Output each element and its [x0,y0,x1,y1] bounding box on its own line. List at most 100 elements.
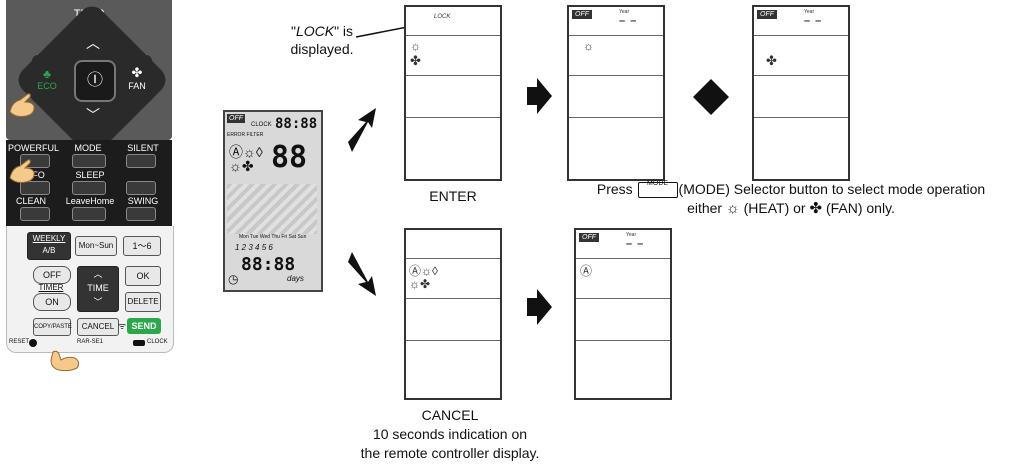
weekly-label: WEEKLY [32,234,66,243]
leave-home-button[interactable] [72,207,106,221]
reset-label: RESET [9,339,30,345]
screen-divider [406,117,500,118]
lcd-clock-label: CLOCK [251,122,272,128]
timer-on-button[interactable]: ON [33,293,71,311]
heat-icon: ☼ [725,200,740,217]
screen-cancel-result: OFF Year – – Ⓐ [574,228,672,400]
arrow-right-icon [527,78,552,114]
lcd-swing-area [227,184,317,234]
lcd-mode-icons: Ⓐ☼◊ [229,144,263,160]
lcd-week-row: Mon Tue Wed Thu Fri Sat Sun [239,234,307,240]
year-label: Year [804,9,815,15]
timer-off-button[interactable]: OFF [33,266,71,284]
clock-label: CLOCK [147,339,168,345]
clock-button[interactable] [133,340,145,346]
cancel-caption: CANCEL 10 seconds indication on the remo… [320,406,580,463]
clock-icon: ◷ [228,272,239,286]
weekly-ab-label: A/B [42,246,56,255]
lcd-mid-digits: 88 [271,140,308,175]
press-heat: (HEAT) or [743,200,806,216]
arrow-down-right-icon [348,252,376,296]
heat-fan-icons: ☼✤ [409,277,431,291]
silent-button[interactable] [126,154,156,168]
screen-divider [576,258,670,259]
heat-icon: ☼ [410,39,421,53]
temp-up-button[interactable]: ︿ [86,35,100,51]
pointing-hand-icon [50,350,80,372]
remote-controller: TEMP ︿ ﹀ ♣ ECO Ⓘ ✤ FAN POWERFUL MODE SIL… [6,0,174,372]
year-label: Year [626,232,637,238]
lcd-fan-icons: ☼✤ [229,158,254,174]
screen-cancel: Ⓐ☼◊ ☼✤ [404,228,502,400]
delete-button[interactable]: DELETE [125,292,161,312]
fan-icon: ✤ [809,200,823,217]
power-button[interactable]: Ⓘ [74,60,116,102]
sleep-button[interactable] [72,181,106,195]
year-dashes: – – [626,238,645,250]
lock-quote-close: " is [334,23,354,39]
screen-lock-text: LOCK [434,14,451,20]
screen-divider [569,75,663,76]
press-suffix: (MODE) Selector button to select mode op… [678,181,986,197]
time-button[interactable]: ︿ TIME ﹀ [77,266,119,312]
sleep-label: SLEEP [75,170,105,180]
swing-button[interactable] [126,207,156,221]
copy-paste-button[interactable]: COPY/PASTE [33,318,72,336]
mode-button[interactable] [72,154,106,168]
screen-divider [569,117,663,118]
fan-icon: ✤ [766,53,777,68]
temp-down-button[interactable]: ﹀ [86,107,100,123]
weekly-button[interactable]: WEEKLY A/B [27,232,71,260]
lcd-number-row: 1 2 3 4 5 6 [235,243,273,252]
lcd-overview: OFF CLOCK 88:88 ERROR FILTER Ⓐ☼◊ ☼✤ 88 M… [223,110,323,292]
off-badge: OFF [572,10,592,19]
off-badge: OFF [757,10,777,19]
screen-divider [406,340,500,341]
mode-key-icon: MODE [637,180,678,199]
screen-divider [406,258,500,259]
info-button[interactable] [20,181,50,195]
signal-icon: ᯤ [118,321,127,331]
powerful-label: POWERFUL [8,143,60,153]
send-button[interactable]: SEND [127,318,161,334]
fan-button[interactable]: ✤ FAN [122,55,152,103]
screen-divider [569,35,663,36]
cancel-title: CANCEL [421,407,479,423]
lcd-bottom-digits: 88:88 [241,254,296,275]
cancel-line2: 10 seconds indication on [372,426,528,442]
one-six-button[interactable]: 1～6 [123,236,161,256]
screen-divider [406,35,500,36]
lock-line2: displayed. [290,41,354,57]
arrow-right-icon [527,289,552,325]
ok-button[interactable]: OK [125,266,161,286]
time-up-icon: ︿ [93,269,103,279]
press-fan: (FAN) only. [825,200,895,216]
enter-caption: ENTER [429,188,477,204]
remote-middle-panel: POWERFUL MODE SILENT INFO SLEEP CLEAN Le… [6,140,172,226]
eco-button[interactable]: ♣ ECO [32,55,62,103]
reset-button[interactable] [29,339,37,347]
remote-bottom-panel: WEEKLY A/B Mon~Sun 1～6 OFF TIMER ON ︿ TI… [6,226,174,372]
lcd-top-digits: 88:88 [275,116,318,132]
screen-divider [406,298,500,299]
swing-vertical-button[interactable] [126,181,156,195]
screen-divider [754,117,848,118]
lcd-days-label: days [287,274,304,283]
timer-label: TIMER [38,283,64,292]
auto-mode-icon: Ⓐ [580,264,593,278]
silent-label: SILENT [127,143,159,153]
heat-icon: ☼ [583,39,594,53]
mode-icons: Ⓐ☼◊ [409,264,438,278]
mon-sun-button[interactable]: Mon~Sun [75,236,117,256]
pointing-hand-icon [9,93,35,117]
press-prefix: Press [596,181,633,197]
clean-button[interactable] [20,207,50,221]
screen-enter: OFF Year – – ☼ [567,5,665,181]
cancel-button[interactable]: CANCEL [77,318,119,336]
lcd-error-filter: ERROR FILTER [227,132,264,138]
eco-leaf-icon: ♣ [43,67,51,81]
model-label: RAR-SE1 [77,339,104,345]
year-dashes: – – [804,15,823,27]
time-label: TIME [87,283,109,293]
